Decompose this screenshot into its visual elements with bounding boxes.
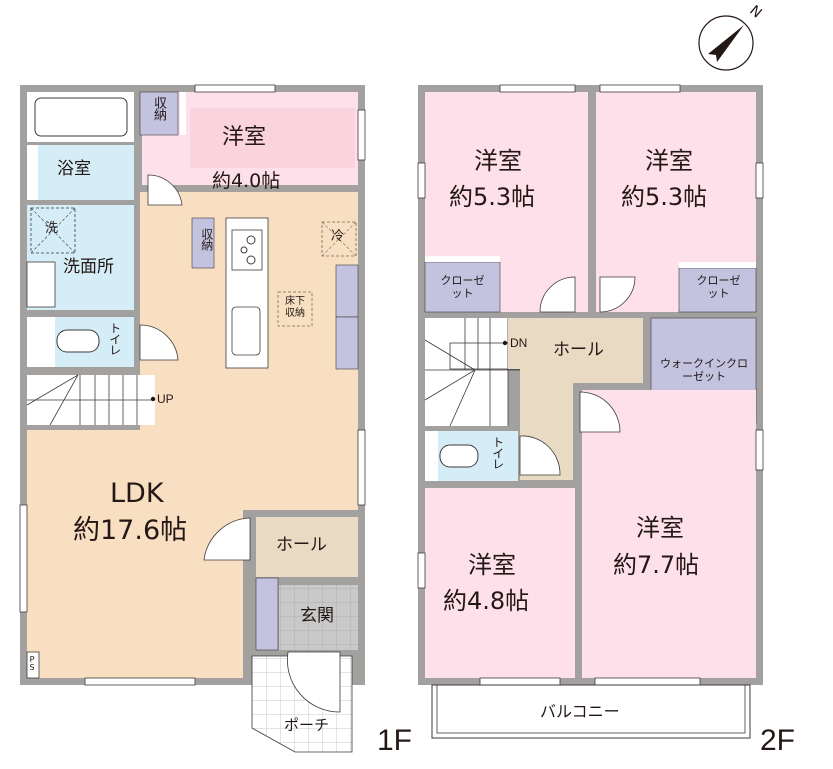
floor1-plan — [19, 84, 366, 753]
entrance-floor — [279, 585, 358, 650]
closet-w-label: クローゼット — [440, 274, 485, 301]
walk-in-closet-label: ウォークインクローゼット — [660, 357, 748, 384]
western-room-1f-size: 約4.0帖 — [212, 170, 281, 192]
balcony-floor — [431, 684, 751, 739]
hall-1f-floor — [256, 517, 358, 577]
storage-top-1f-label: 収納 — [150, 96, 166, 120]
closet-e-label: クローゼット — [696, 274, 741, 301]
western-ne-name: 洋室 — [645, 147, 693, 175]
bathroom-label: 浴室 — [57, 159, 91, 179]
toilet-1f-label: トイレ — [107, 322, 122, 355]
hall-1f-label: ホール — [276, 535, 327, 555]
ldk-name: LDK — [110, 478, 164, 509]
western-nw-size: 約5.3帖 — [449, 183, 536, 211]
floor1-label: 1F — [377, 724, 413, 757]
hall-2f-floor — [508, 318, 643, 480]
western-ne-size: 約5.3帖 — [621, 183, 708, 211]
storage-kitchen-label: 収納 — [199, 228, 214, 250]
floor2-plan — [417, 84, 764, 739]
laundry-space-label: 洗 — [45, 221, 59, 236]
ps-label: PS — [27, 655, 37, 671]
washroom-label: 洗面所 — [63, 257, 114, 277]
hall-2f-label: ホール — [553, 340, 604, 360]
entrance-label: 玄関 — [300, 606, 334, 626]
western-nw-name: 洋室 — [474, 147, 522, 175]
western-sw-floor — [425, 488, 575, 678]
stairs-dn-label: DN — [510, 336, 528, 350]
compass-icon — [698, 15, 754, 71]
stairs-2f — [425, 318, 508, 426]
western-sw-size: 約4.8帖 — [443, 587, 530, 615]
western-se-floor — [582, 390, 756, 678]
bathroom-floor — [38, 145, 134, 200]
fridge-space-label: 冷 — [331, 229, 345, 244]
western-sw-name: 洋室 — [468, 551, 516, 579]
stairs-up-label: UP — [157, 392, 174, 406]
toilet-2f-label: トイレ — [490, 436, 505, 469]
western-room-1f-name: 洋室 — [222, 125, 267, 150]
western-se-name: 洋室 — [636, 514, 684, 542]
underfloor-storage-label: 床下収納 — [285, 296, 305, 319]
porch-label: ポーチ — [284, 716, 330, 734]
balcony-label: バルコニー — [540, 702, 620, 721]
ldk-size: 約17.6帖 — [73, 515, 188, 546]
western-se-size: 約7.7帖 — [613, 551, 700, 579]
floor2-label: 2F — [760, 724, 796, 757]
